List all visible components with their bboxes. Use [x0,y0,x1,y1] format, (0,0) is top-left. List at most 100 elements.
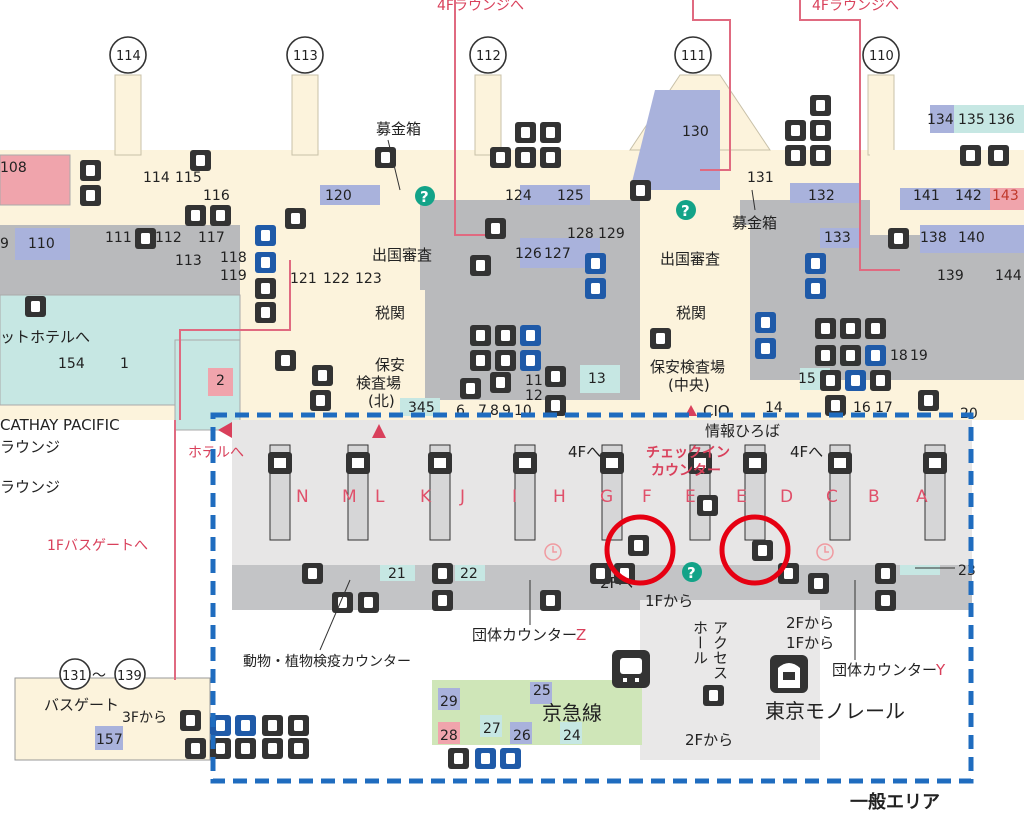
shop-114: 114 [143,170,170,186]
baggage-icon [358,592,379,613]
wheelchair-icon [500,748,521,769]
elevator-icon [825,395,846,416]
elevator-icon [808,573,829,594]
to-4f-right: 4Fへ [790,443,823,461]
hotel-label: ホテルへ [188,445,244,461]
restroom-icon [865,345,886,366]
shop-21: 21 [388,566,406,582]
shop-157: 157 [96,732,123,748]
elevator-icon [485,218,506,239]
restroom-icon [585,253,606,274]
info-icon [676,200,696,220]
elevator-icon [703,685,724,706]
shop-142: 142 [955,188,982,204]
shop-133: 133 [824,230,851,246]
lounge-arrow-right: 4Fラウンジへ [812,0,899,14]
shop-117: 117 [198,230,225,246]
bus-1f-label: 1Fバスゲートへ [47,538,148,554]
security-center-2: (中央) [668,376,710,394]
shop-144: 144 [995,268,1022,284]
phone-icon [495,350,516,371]
phone-icon [650,328,671,349]
shop-138: 138 [920,230,947,246]
phone-icon [490,372,511,393]
clock-icons [544,543,834,561]
shop-154: 154 [58,356,85,372]
phone-icon [312,365,333,386]
shop-125: 125 [557,188,584,204]
counter-island [428,444,452,541]
counter-letter-B: B [868,487,880,507]
atm-icon [810,95,831,116]
shop-120: 120 [325,188,352,204]
shop-130: 130 [682,124,709,140]
shop-1: 1 [120,356,129,372]
immigration-center: 出国審査 [660,250,720,268]
gate-114: 114 [109,36,147,74]
shop-7: 7 [478,403,487,419]
from-1f: 1Fから [645,592,693,610]
donation-box-label-left: 募金箱 [376,120,421,138]
shop-16: 16 [853,400,871,416]
gate-111: 111 [674,36,712,74]
gate-112: 112 [469,36,507,74]
wheelchair-icon [520,350,541,371]
shop-129: 129 [598,226,625,242]
shop-111: 111 [105,230,132,246]
counter-letter-D: D [780,487,793,507]
security-north-3: (北) [368,392,395,410]
clock-icon [544,543,562,561]
restroom-icon [755,312,776,333]
wheelchair-icon [585,278,606,299]
bus-gate-to: 139 [117,669,142,684]
shop-345: 345 [408,400,435,416]
from-1f-b: 1Fから [786,634,834,652]
baggage-icon [545,366,566,387]
lounge-arrow-left: 4Fラウンジへ [437,0,524,14]
wheelchair-icon [805,278,826,299]
route-lines [174,0,900,680]
counter-letter-N: N [296,487,309,507]
phone-icon [515,147,536,168]
atm-icon [375,147,396,168]
quarantine-counter: 動物・植物検疫カウンター [243,654,411,670]
lounge-2: ラウンジ [0,478,60,496]
shop-112: 112 [155,230,182,246]
monorail-icon [770,655,808,693]
phone-icon [432,563,453,584]
svg-text:?: ? [681,202,690,220]
shop-126: 126 [515,246,542,262]
aed-icon [432,590,453,611]
immigration-left: 出国審査 [372,246,432,264]
shop-15: 15 [798,371,816,387]
gate-number: 110 [869,49,894,64]
water-fountain-icon [470,350,491,371]
baggage-icon [332,592,353,613]
escalator-icon [697,495,718,516]
zone-labels: 募金箱 募金箱 出国審査 出国審査 税関 税関 保安 検査場 (北) 保安検査場… [0,120,946,813]
elevator-icon [540,590,561,611]
shop-113: 113 [175,253,202,269]
aed-icon [810,120,831,141]
aed-icon [262,715,283,736]
shop-19: 19 [910,348,928,364]
counter-island [513,444,537,541]
highlight-circle-left [604,514,676,586]
counter-letter-A: A [916,487,928,507]
donation-box-label-right: 募金箱 [732,214,777,232]
bus-gate-numbers: 131 ～ 139 [59,658,146,690]
access-hall: アクセス ホール [691,620,729,680]
water-fountain-icon [185,738,206,759]
pc-icon [810,145,831,166]
bus-gate-from: 131 [62,669,87,684]
aed-icon [875,590,896,611]
shop-25: 25 [533,683,551,699]
counter-letter-E: E [685,487,696,507]
hotel-partial: ットホテルへ [0,328,90,346]
general-area: 一般エリア [850,791,940,813]
pc-icon [752,540,773,561]
gate-number: 112 [476,49,501,64]
info-icon [682,562,702,582]
